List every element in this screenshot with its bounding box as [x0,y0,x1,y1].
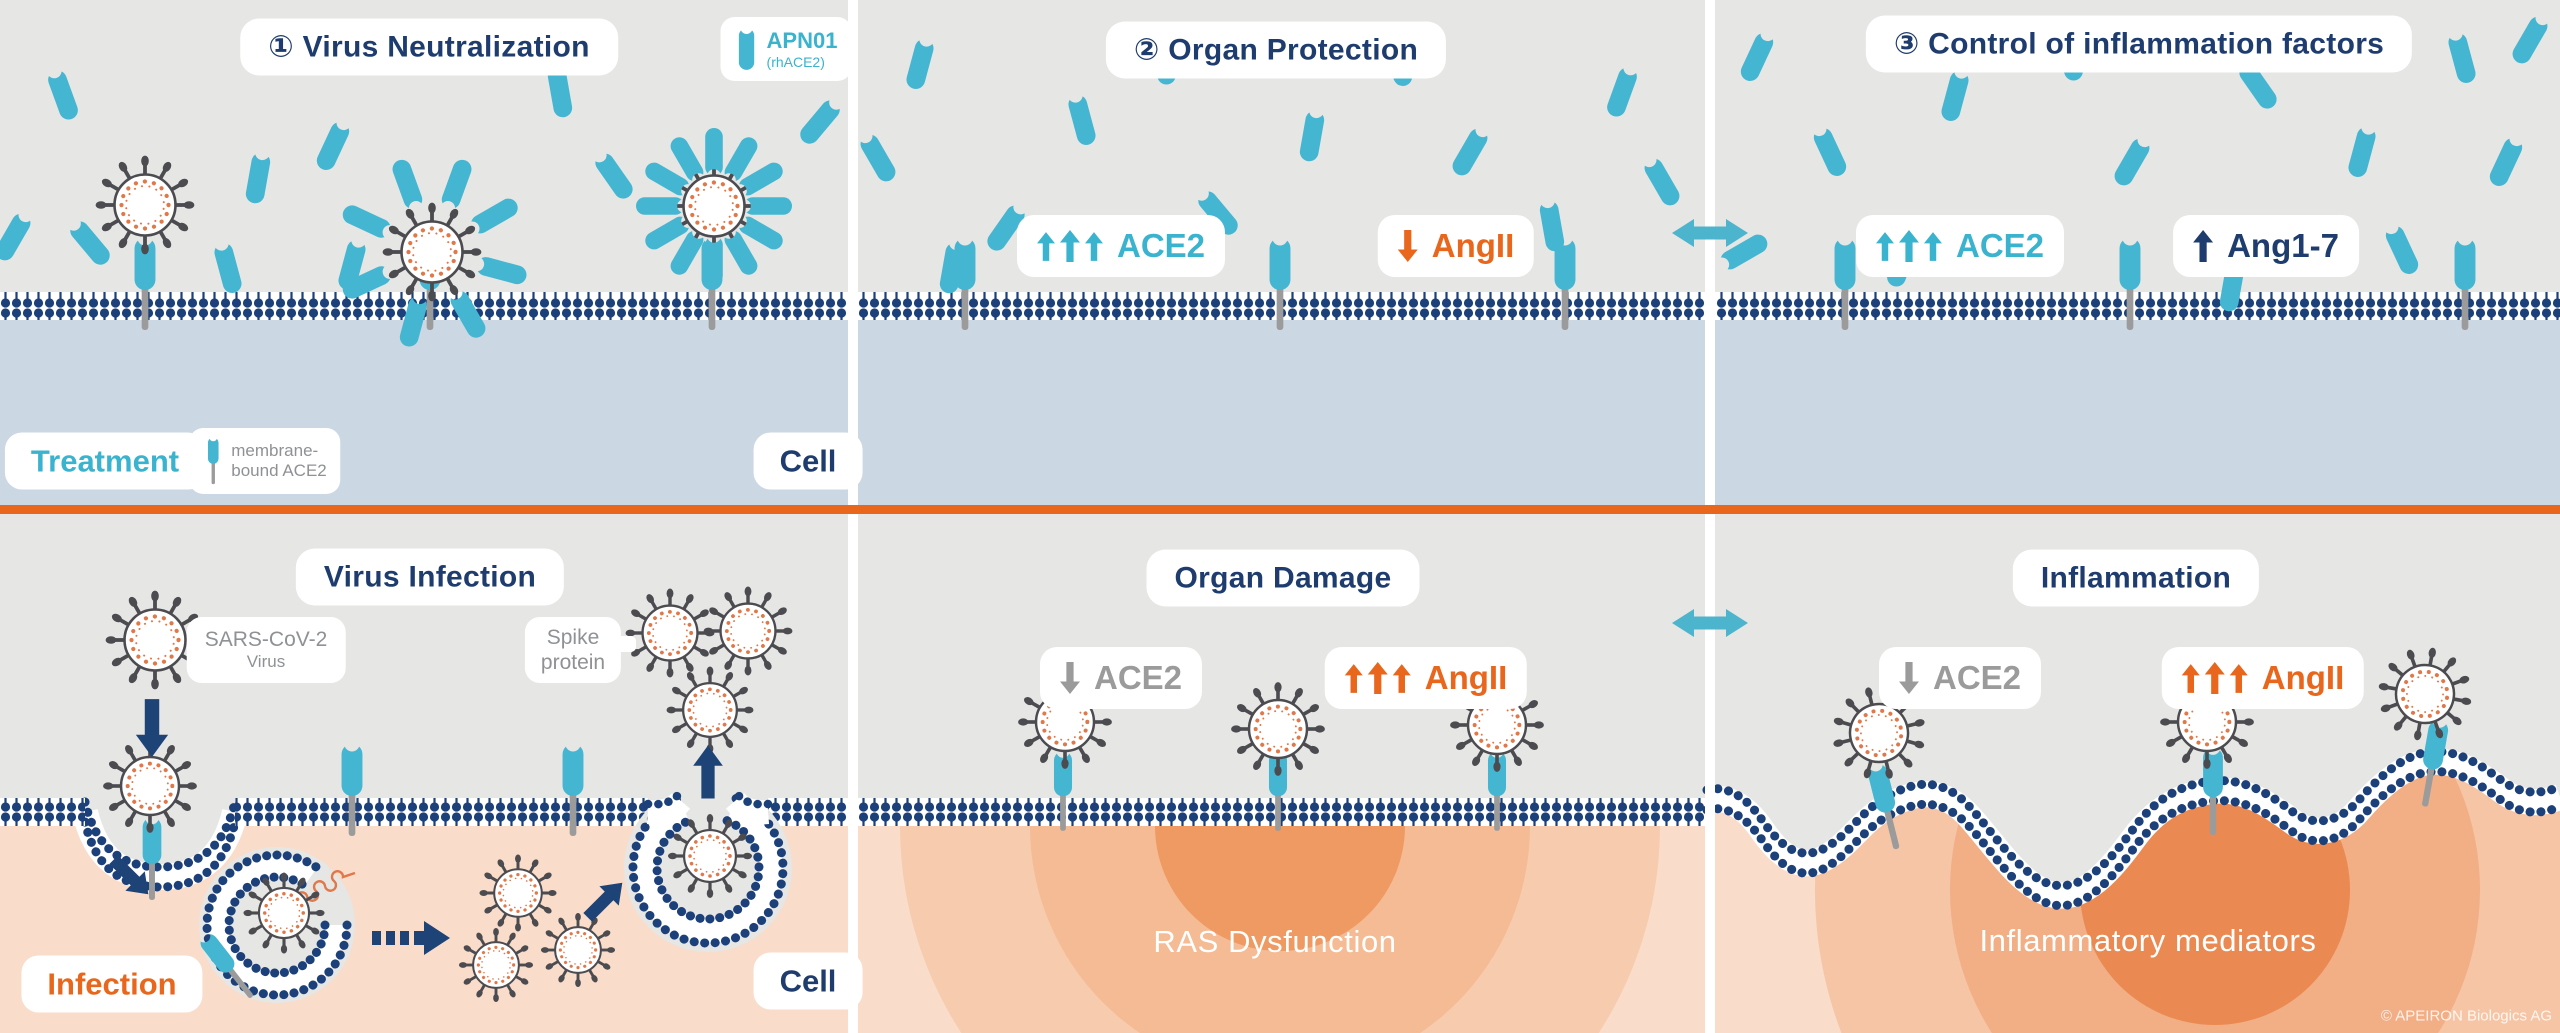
up-arrow-icon [1923,231,1942,261]
row-divider-orange [0,505,2560,514]
panel-title-inflammation: Inflammation [2012,549,2260,607]
cell-interior-top [0,320,2560,506]
apn01-sublabel: (rhACE2) [766,53,825,70]
panel-divider [848,0,858,1033]
ace2-increase-pill: ACE2 [1855,215,2065,277]
sars-cov2-label: SARS-CoV-2 Virus [186,617,346,683]
ace2-decrease-pill: ACE2 [1878,647,2042,709]
down-arrow-icon [1397,230,1418,262]
membrane-ace2-legend: membrane- bound ACE2 [189,428,341,494]
membrane-legend-line2: bound ACE2 [231,461,327,480]
apn01-label: APN01 [766,28,838,54]
panel-title-text: Virus Infection [323,560,537,593]
panel-title-text: ② Organ Protection [1133,33,1419,67]
ras-dysfunction-caption: RAS Dysfunction [1153,924,1397,959]
viral-rna-strand [295,870,356,905]
panel-divider [1705,0,1715,1033]
ang17-label: Ang1-7 [2227,227,2339,264]
dashed-arrow-icon [372,921,450,955]
down-arrow-icon [1898,662,1919,694]
apn01-molecule-icon [735,26,759,72]
ras-dysfunction-rings [900,826,1660,1033]
row-label-infection: Infection [21,955,203,1013]
panel-title-virus-neutralization: ① Virus Neutralization [240,18,618,76]
panel-title-text: ① Virus Neutralization [268,30,590,64]
membrane-invagination-dip [72,797,248,892]
cell-label-bottom: Cell [753,952,863,1010]
row-label-treatment: Treatment [4,432,206,490]
copyright-notice: © APEIRON Biologics AG [2380,1007,2552,1025]
up-arrow-icon [2229,663,2248,693]
membrane-legend-line1: membrane- [231,441,319,461]
panel-title-text: ③ Control of inflammation factors [1893,27,2385,61]
angii-increase-pill: AngII [1324,647,1528,709]
up-arrow-icon [2204,662,2225,694]
ace2-increase-pill: ACE2 [1016,215,1226,277]
panel-title-control-inflammation: ③ Control of inflammation factors [1865,15,2413,73]
ace2-decrease-pill: ACE2 [1039,647,1203,709]
apn01-legend: APN01 (rhACE2) [720,17,852,81]
spike-protein-label: Spike protein [524,617,622,683]
inflammatory-mediators-caption: Inflammatory mediators [1979,923,2317,958]
up-arrow-icon [1875,231,1894,261]
angii-increase-pill: AngII [2161,647,2365,709]
up-arrow-icon [1059,230,1080,262]
up-arrow-icon [1084,231,1103,261]
up-arrow-icon [1367,662,1388,694]
up-arrow-icon [1036,231,1055,261]
angii-label: AngII [2261,659,2345,696]
cell-label-top: Cell [753,432,863,490]
endosome [197,847,356,1003]
membrane-bound-ace2-icon [203,436,223,486]
panel-title-organ-damage: Organ Damage [1146,549,1420,607]
up-arrow-icon [2193,230,2214,262]
panel-title-virus-infection: Virus Infection [295,548,565,606]
down-arrow-icon [1059,662,1080,694]
ang17-increase-pill: Ang1-7 [2173,215,2359,277]
angii-decrease-pill: AngII [1377,215,1535,277]
up-arrow-icon [1344,663,1363,693]
panel-title-organ-protection: ② Organ Protection [1105,21,1447,79]
ace2-label: ACE2 [1116,227,1206,264]
virus-budding-pocket [624,784,792,952]
panel-title-text: Organ Damage [1174,561,1392,594]
ace2-label: ACE2 [1932,659,2022,696]
up-arrow-icon [2181,663,2200,693]
panel-title-text: Inflammation [2040,561,2232,594]
ace2-label: ACE2 [1093,659,1183,696]
up-arrow-icon [1392,663,1411,693]
up-arrow-icon [1898,230,1919,262]
angii-label: AngII [1431,227,1515,264]
angii-label: AngII [1424,659,1508,696]
ace2-label: ACE2 [1955,227,2045,264]
